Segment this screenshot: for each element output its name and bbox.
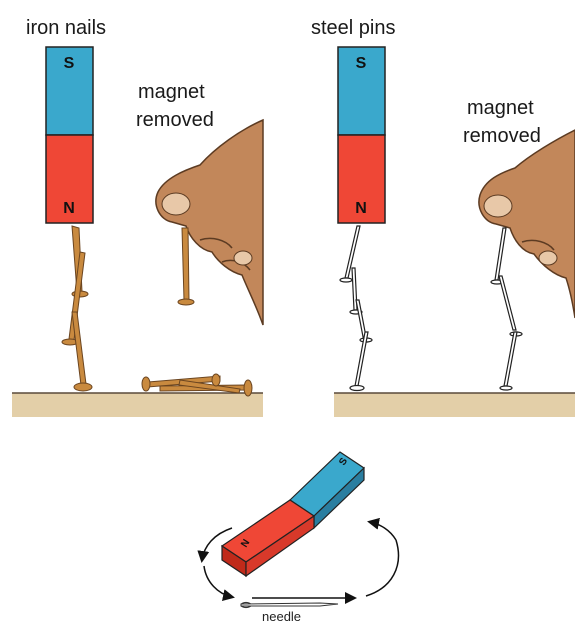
thumbnail-right — [484, 195, 512, 217]
arrow-return-right — [366, 540, 398, 596]
needle — [241, 603, 338, 606]
right-panel: S N — [334, 47, 575, 417]
held-pin-1 — [495, 228, 506, 280]
held-pin-2 — [499, 276, 516, 330]
arrow-down-left — [204, 566, 232, 597]
ground-right — [334, 393, 575, 417]
fallen-nail-2-head — [244, 380, 252, 396]
bar-magnet-right: S N — [338, 47, 385, 223]
held-nail — [182, 228, 189, 300]
needle-stroking-diagram: S N — [202, 452, 398, 608]
held-nail-head — [178, 299, 194, 305]
fallen-nail-1-head — [142, 377, 150, 391]
fingernail-left — [234, 251, 252, 265]
held-pin-3 — [504, 332, 517, 386]
arrow-return-top — [370, 522, 396, 540]
hand-shape-right — [479, 130, 575, 318]
nail-3 — [72, 312, 86, 385]
pin-4-head — [350, 386, 364, 391]
north-label-left: N — [63, 200, 75, 217]
north-label-right: N — [355, 200, 367, 217]
needle-label: needle — [262, 610, 301, 624]
hand-left — [156, 120, 263, 325]
steel-pin-chain — [340, 226, 372, 391]
iron-nail-chain — [62, 226, 92, 391]
held-pin-3-head — [500, 386, 512, 390]
left-panel: S N — [12, 47, 263, 417]
bar-magnet-left: S N — [46, 47, 93, 223]
pin-1-head — [340, 278, 352, 282]
fingernail-right — [539, 251, 557, 265]
nail-3-head — [74, 383, 92, 391]
hand-shape-left — [156, 120, 263, 325]
south-label-right: S — [356, 55, 367, 72]
south-label-left: S — [64, 55, 75, 72]
ground-left — [12, 393, 263, 417]
hand-right — [479, 130, 575, 390]
thumbnail-left — [162, 193, 190, 215]
fallen-nail-3-head — [212, 374, 220, 386]
